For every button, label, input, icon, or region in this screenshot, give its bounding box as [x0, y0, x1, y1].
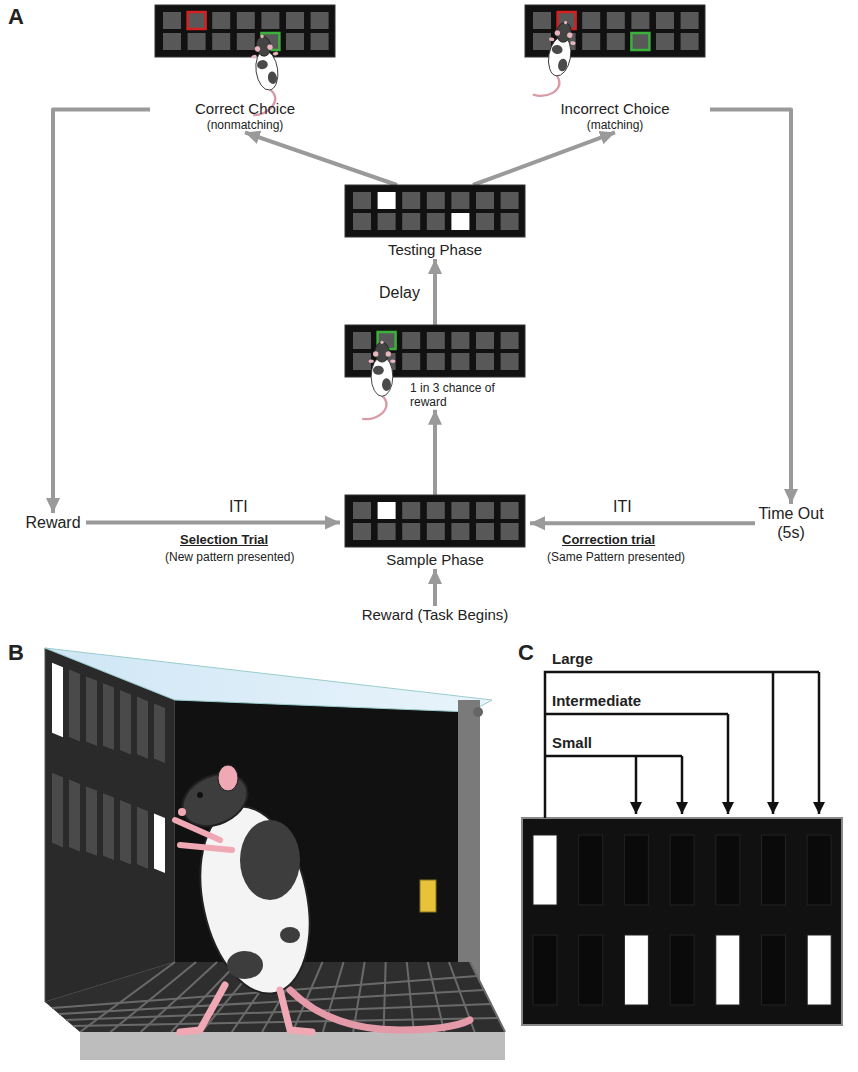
- annotation: Large: [552, 650, 593, 668]
- touchscreen: [520, 5, 710, 100]
- annotation: (Same Pattern presented): [547, 550, 685, 564]
- stage-name: Sample Phase: [340, 551, 530, 569]
- annotation: Small: [552, 734, 592, 752]
- annotation: (New pattern presented): [165, 550, 294, 564]
- screen-stage: 1 in 3 chance of reward: [340, 325, 530, 410]
- panel-letter: B: [8, 640, 24, 666]
- stage-name: Reward: [20, 513, 86, 532]
- panel-letter: A: [8, 4, 24, 30]
- stage-name: Testing Phase: [340, 241, 530, 259]
- stage-label: Reward (Task Begins): [330, 606, 540, 624]
- touchscreen: [340, 495, 530, 551]
- flow-arrow: [710, 110, 791, 505]
- touchscreen: [150, 5, 340, 100]
- rat: [533, 18, 579, 101]
- edge-label: ITI: [610, 497, 635, 516]
- stage-name: Correct Choice: [150, 100, 340, 118]
- distance-brackets: [545, 672, 819, 818]
- stage-name: Incorrect Choice: [520, 100, 710, 118]
- touchscreen: [340, 325, 530, 381]
- touchscreen-grid: [522, 818, 842, 1025]
- stage-note: (matching): [520, 118, 710, 132]
- flow-arrow: [245, 132, 397, 185]
- edge-label: ITI: [226, 497, 251, 516]
- screen-stage: Testing Phase: [340, 185, 530, 259]
- rat: [362, 341, 395, 419]
- screen-stage: Incorrect Choice(matching): [520, 5, 710, 132]
- annotation: Correction trial: [562, 532, 655, 548]
- flow-arrow: [53, 110, 150, 514]
- panel-letter: C: [518, 640, 534, 666]
- stage-note: (nonmatching): [150, 118, 340, 132]
- flow-arrow: [530, 521, 755, 525]
- flow-arrow: [473, 132, 615, 185]
- flow-arrow: [86, 521, 340, 525]
- edge-label: Delay: [376, 283, 423, 302]
- stage-name: 1 in 3 chance of reward: [410, 381, 530, 410]
- stage-name: Reward (Task Begins): [330, 606, 540, 624]
- screen-stage: Sample Phase: [340, 495, 530, 569]
- operant-chamber: [45, 648, 505, 1060]
- annotation: Selection Trial: [180, 532, 268, 548]
- screen-stage: Correct Choice(nonmatching): [150, 5, 340, 132]
- annotation: Intermediate: [552, 692, 641, 710]
- flow-arrow: [433, 410, 437, 495]
- stage-label: Time Out (5s): [755, 504, 827, 542]
- flow-arrow: [433, 569, 437, 606]
- stage-name: Time Out (5s): [755, 504, 827, 542]
- touchscreen: [340, 185, 530, 241]
- stage-label: Reward: [20, 513, 86, 532]
- flow-arrow: [433, 259, 437, 325]
